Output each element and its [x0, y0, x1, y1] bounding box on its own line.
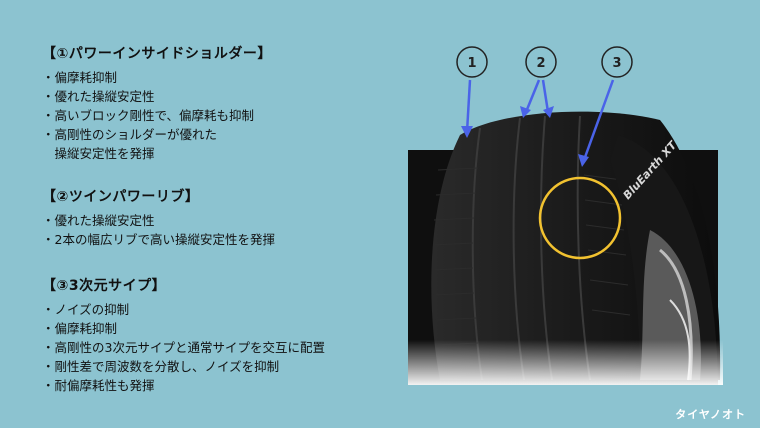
feature-item: ・高剛性の3次元サイプと通常サイプを交互に配置	[42, 340, 325, 355]
feature-item: ・優れた操縦安定性	[42, 89, 155, 104]
callout-label-1: 1	[467, 56, 476, 71]
feature-heading-1: 【①パワーインサイドショルダー】	[42, 46, 272, 62]
callout-circle-3	[601, 46, 633, 78]
feature-section-3: 【③3次元サイプ】 ・ノイズの抑制 ・偏摩耗抑制 ・高剛性の3次元サイプと通常サ…	[42, 276, 325, 395]
callout-label-3: 3	[612, 56, 621, 71]
feature-heading-3: 【③3次元サイプ】	[42, 278, 167, 294]
feature-item: ・高剛性のショルダーが優れた	[42, 127, 218, 142]
feature-item: ・偏摩耗抑制	[42, 321, 118, 336]
feature-item: ・高いブロック剛性で、偏摩耗も抑制	[42, 108, 255, 123]
feature-item: ・2本の幅広リブで高い操縦安定性を発揮	[42, 232, 275, 247]
callout-circle-2	[525, 46, 557, 78]
feature-item: ・優れた操縦安定性	[42, 213, 155, 228]
feature-item: ・ノイズの抑制	[42, 302, 130, 317]
feature-item: ・偏摩耗抑制	[42, 70, 118, 85]
feature-section-1: 【①パワーインサイドショルダー】 ・偏摩耗抑制 ・優れた操縦安定性 ・高いブロッ…	[42, 44, 272, 163]
watermark-logo: タイヤノオト	[675, 408, 746, 421]
feature-heading-2: 【②ツインパワーリブ】	[42, 189, 200, 205]
callout-label-2: 2	[536, 56, 545, 71]
callout-circle-1	[456, 46, 488, 78]
callout-arrows	[461, 79, 615, 167]
feature-section-2: 【②ツインパワーリブ】 ・優れた操縦安定性 ・2本の幅広リブで高い操縦安定性を発…	[42, 187, 275, 249]
feature-item: 操縦安定性を発揮	[42, 146, 155, 161]
feature-item: ・耐偏摩耗性も発揮	[42, 378, 155, 393]
feature-item: ・剛性差で周波数を分散し、ノイズを抑制	[42, 359, 280, 374]
bottom-fade	[408, 340, 723, 385]
sipe-highlight-ring	[538, 176, 622, 260]
